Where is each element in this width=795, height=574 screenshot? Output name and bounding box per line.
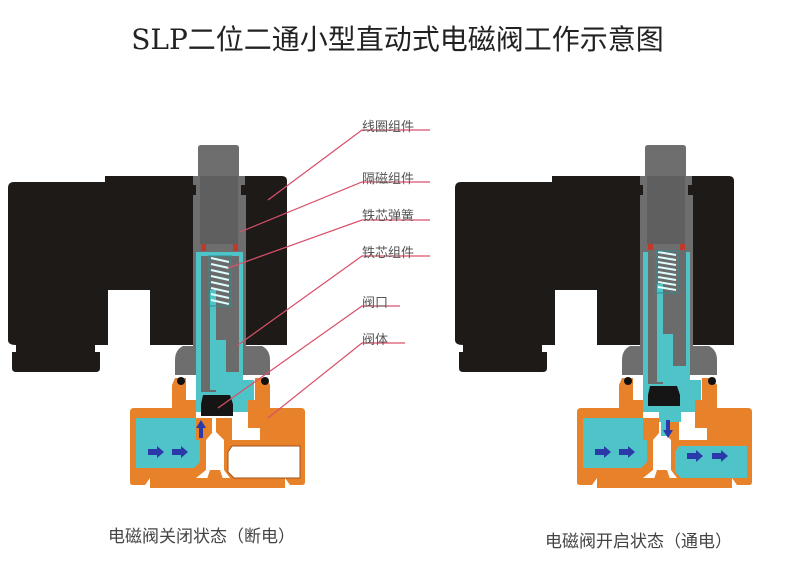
flow-arrow-up-icon <box>196 420 206 438</box>
label-valve-port: 阀口 <box>362 296 389 311</box>
label-coil-assembly: 线圈组件 <box>362 120 415 135</box>
leader-lines <box>217 129 430 419</box>
label-core-spring: 铁芯弹簧 <box>362 209 415 224</box>
valve-closed <box>8 145 305 488</box>
diagram-title: SLP二位二通小型直动式电磁阀工作示意图 <box>131 23 664 56</box>
label-isolation-assembly: 隔磁组件 <box>362 172 415 187</box>
label-valve-body: 阀体 <box>362 333 389 348</box>
label-core-assembly: 铁芯组件 <box>362 246 415 261</box>
core-spring <box>210 257 230 305</box>
caption-open-state: 电磁阀开启状态（通电） <box>545 532 732 552</box>
valve-open <box>455 145 752 488</box>
caption-closed-state: 电磁阀关闭状态（断电） <box>108 527 295 547</box>
